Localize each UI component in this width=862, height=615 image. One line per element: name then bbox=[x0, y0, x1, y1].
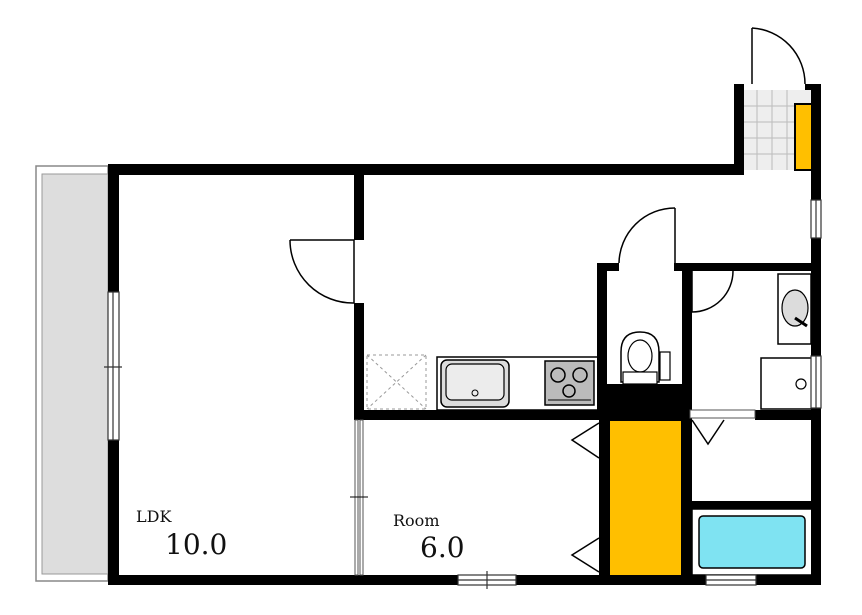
windows bbox=[104, 199, 822, 589]
entrance-tile-floor bbox=[742, 90, 817, 171]
ldk-name-label: LDK bbox=[136, 507, 172, 526]
washbasin-icon bbox=[777, 273, 812, 345]
room-name-label: Room bbox=[393, 511, 439, 530]
partitions bbox=[350, 409, 756, 576]
room-closet bbox=[608, 419, 683, 578]
walls bbox=[108, 84, 821, 585]
kitchen-counter bbox=[436, 356, 600, 411]
balcony bbox=[35, 165, 109, 582]
bathtub-icon bbox=[691, 508, 813, 576]
ldk-size-label: 10.0 bbox=[165, 528, 227, 561]
toilet-icon bbox=[620, 331, 671, 385]
shoe-closet bbox=[794, 103, 814, 171]
refrigerator-space bbox=[366, 354, 427, 410]
sink-icon bbox=[440, 359, 510, 408]
room-size-label: 6.0 bbox=[420, 531, 465, 564]
washing-machine-icon bbox=[760, 357, 814, 410]
door-swing-icon bbox=[289, 27, 806, 573]
stove-icon bbox=[544, 360, 595, 406]
